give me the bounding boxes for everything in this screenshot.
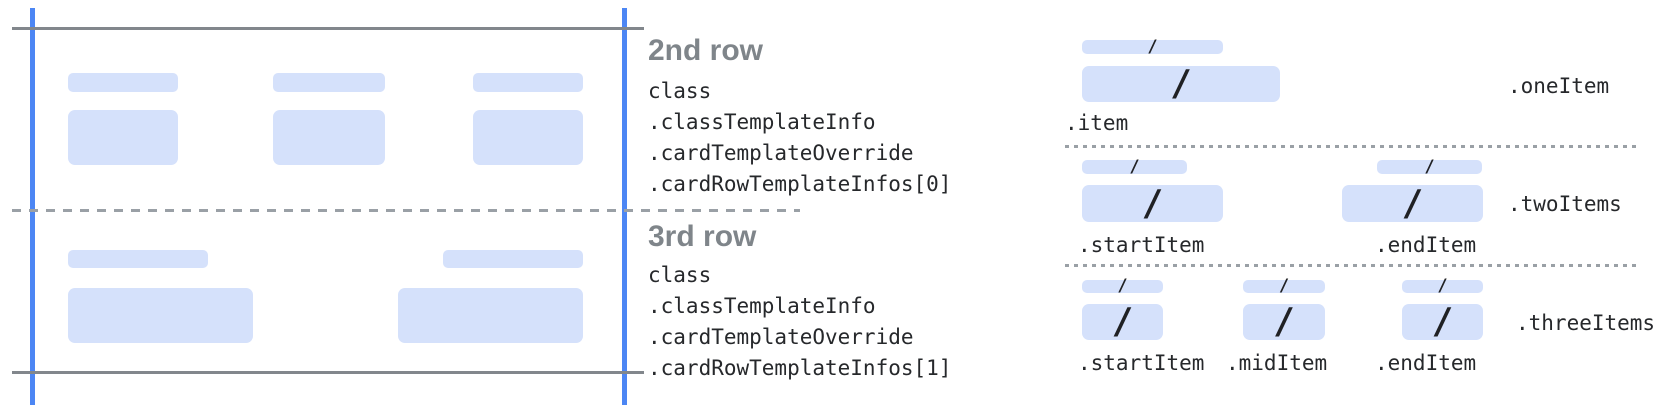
code-line: .cardRowTemplateInfos[0] [648, 172, 952, 196]
slash-glyph: / [1141, 182, 1164, 224]
row2-col2-label-bar [273, 73, 385, 92]
slash-glyph: / [1431, 301, 1454, 342]
slash-glyph: / [1129, 156, 1140, 177]
twoItems-endItem-label-bar: / [1377, 156, 1482, 177]
section-divider-dotted-line [1065, 264, 1637, 267]
threeItems-endItem-value-box: / [1402, 304, 1483, 340]
code-line: .cardTemplateOverride [648, 141, 914, 165]
threeItems-startItem-value-box: / [1082, 304, 1163, 340]
threeItems-endItem-label-bar: / [1402, 276, 1483, 296]
twoItems-endItem-label: .endItem [1375, 233, 1477, 257]
oneItem-item-label-bar: / [1082, 36, 1223, 57]
slash-glyph: / [1111, 301, 1134, 342]
threeItems-midItem-value-box: / [1243, 304, 1325, 340]
slash-glyph: / [1117, 276, 1128, 296]
twoItems-endItem-value-box: / [1342, 185, 1483, 222]
slash-glyph: / [1437, 276, 1448, 296]
section-divider-dotted-line [1065, 145, 1637, 148]
row-divider-dashed-line [12, 209, 800, 212]
row3-col2-label-bar [443, 250, 583, 268]
card-right-guide-line [622, 8, 627, 405]
slash-glyph: / [1401, 182, 1424, 224]
card-left-guide-line [30, 8, 35, 405]
twoItems-startItem-label: .startItem [1078, 233, 1205, 257]
oneItem-item-label: .item [1065, 111, 1129, 135]
oneItem-section-label: .oneItem [1508, 74, 1610, 98]
code-line: .cardTemplateOverride [648, 325, 914, 349]
row2-col2-value-box [273, 110, 385, 165]
twoItems-section-label: .twoItems [1508, 192, 1622, 216]
card-top-guide-line [12, 27, 644, 30]
row3-col1-label-bar [68, 250, 208, 268]
row3-col2-value-box [398, 288, 583, 343]
row3-heading: 3rd row [648, 220, 757, 253]
threeItems-startItem-label: .startItem [1078, 351, 1205, 375]
row3-col1-value-box [68, 288, 253, 343]
card-bottom-guide-line [12, 371, 644, 374]
slash-glyph: / [1278, 276, 1290, 296]
slash-glyph: / [1273, 301, 1295, 342]
twoItems-startItem-label-bar: / [1082, 156, 1187, 177]
threeItems-endItem-label: .endItem [1375, 351, 1477, 375]
code-line: .cardRowTemplateInfos[1] [648, 356, 952, 380]
row2-code-block: class .classTemplateInfo .cardTemplateOv… [648, 76, 951, 200]
row2-col1-label-bar [68, 73, 178, 92]
threeItems-midItem-label: .midItem [1226, 351, 1328, 375]
slash-glyph: / [1424, 156, 1435, 177]
code-line: .classTemplateInfo [648, 294, 876, 318]
code-line: class [648, 79, 712, 103]
threeItems-section-label: .threeItems [1516, 311, 1656, 335]
code-line: class [648, 263, 712, 287]
code-line: .classTemplateInfo [648, 110, 876, 134]
row2-heading: 2nd row [648, 34, 764, 67]
slash-glyph: / [1170, 63, 1192, 104]
twoItems-startItem-value-box: / [1082, 185, 1223, 222]
threeItems-startItem-label-bar: / [1082, 276, 1163, 296]
row2-col3-value-box [473, 110, 583, 165]
slash-glyph: / [1147, 36, 1158, 57]
row2-col3-label-bar [473, 73, 583, 92]
oneItem-item-value-box: / [1082, 66, 1280, 102]
row2-col1-value-box [68, 110, 178, 165]
row3-code-block: class .classTemplateInfo .cardTemplateOv… [648, 260, 951, 384]
threeItems-midItem-label-bar: / [1243, 276, 1325, 296]
